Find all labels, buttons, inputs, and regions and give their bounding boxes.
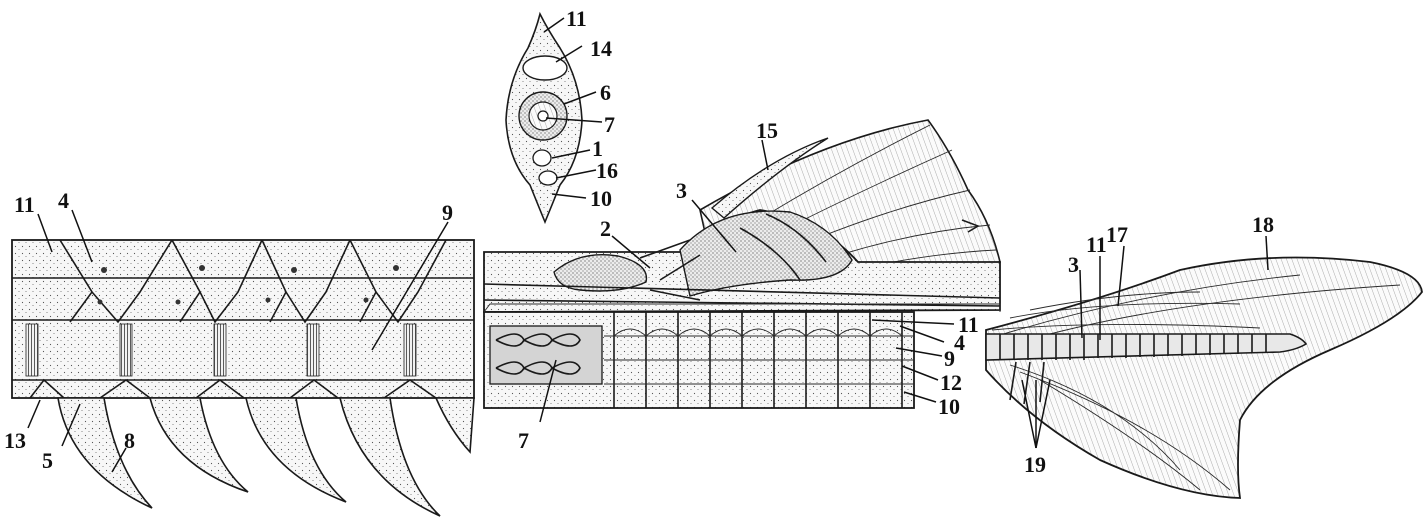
center-panel-lateral-view (483, 119, 1001, 409)
label-11-cross-section: 11 (566, 6, 587, 31)
label-16: 16 (596, 158, 618, 183)
label-5: 5 (42, 448, 53, 473)
label-7-cross-section: 7 (604, 112, 615, 137)
label-10-center: 10 (938, 394, 960, 419)
leader-lines (27, 17, 1269, 473)
label-15: 15 (756, 118, 778, 143)
label-14: 14 (590, 36, 612, 61)
label-18: 18 (1252, 212, 1274, 237)
label-6: 6 (600, 80, 611, 105)
label-2: 2 (600, 216, 611, 241)
label-8: 8 (124, 428, 135, 453)
label-1: 1 (592, 136, 603, 161)
label-13: 13 (4, 428, 26, 453)
cross-section-view (505, 11, 583, 225)
label-7-center: 7 (518, 428, 529, 453)
label-11-right: 11 (1086, 232, 1107, 257)
label-11-center: 11 (958, 312, 979, 337)
numeric-labels: 11 14 6 7 1 16 10 11 4 9 13 5 8 2 3 15 7… (4, 6, 1274, 477)
left-panel-segment-view (11, 239, 475, 517)
label-19: 19 (1024, 452, 1046, 477)
label-10-cross-section: 10 (590, 186, 612, 211)
label-4-left: 4 (58, 188, 69, 213)
label-9-left: 9 (442, 200, 453, 225)
right-panel-tail-fin (985, 256, 1423, 499)
label-17: 17 (1106, 222, 1128, 247)
label-4-center: 4 (954, 330, 965, 355)
label-12: 12 (940, 370, 962, 395)
label-9-center: 9 (944, 346, 955, 371)
label-3-center: 3 (676, 178, 687, 203)
label-11-left: 11 (14, 192, 35, 217)
label-3-right: 3 (1068, 252, 1079, 277)
